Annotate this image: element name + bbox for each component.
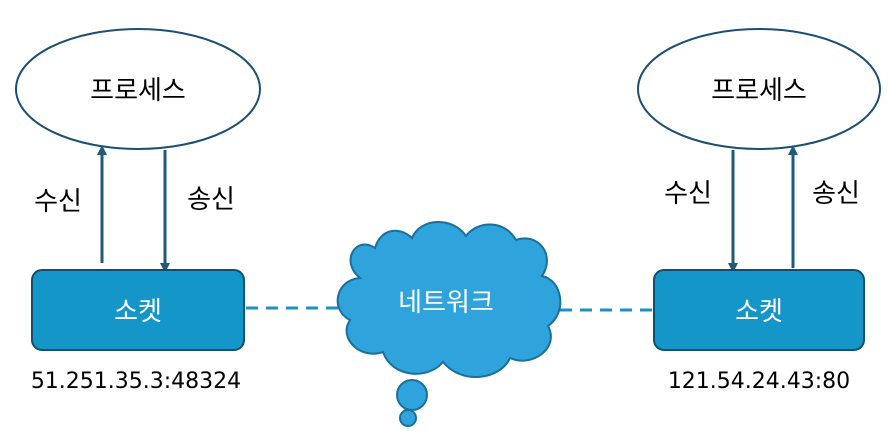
right-receive-label: 수신 [664, 179, 712, 209]
left-socket-label: 소켓 [114, 297, 162, 327]
left-address: 51.251.35.3:48324 [31, 369, 241, 394]
left-send-label: 송신 [187, 185, 235, 215]
left-endpoint: 프로세스 수신 송신 소켓 51.251.35.3:48324 [15, 28, 261, 394]
network-label: 네트워크 [398, 288, 494, 318]
network-cloud: 네트워크 [336, 221, 562, 427]
cloud-shape [336, 221, 562, 378]
cloud-bubble-small [399, 409, 417, 427]
right-process-ellipse [637, 28, 881, 150]
right-send-label: 송신 [812, 179, 860, 209]
left-process-label: 프로세스 [90, 76, 186, 106]
left-process-ellipse [15, 28, 261, 150]
right-process-label: 프로세스 [711, 76, 807, 106]
cloud-bubble-large [396, 379, 428, 411]
right-address: 121.54.24.43:80 [668, 369, 850, 394]
right-socket-box [653, 269, 865, 351]
right-endpoint: 프로세스 수신 송신 소켓 121.54.24.43:80 [637, 28, 881, 394]
left-socket-box [31, 269, 245, 351]
right-socket-label: 소켓 [735, 297, 783, 327]
left-receive-label: 수신 [34, 187, 82, 217]
